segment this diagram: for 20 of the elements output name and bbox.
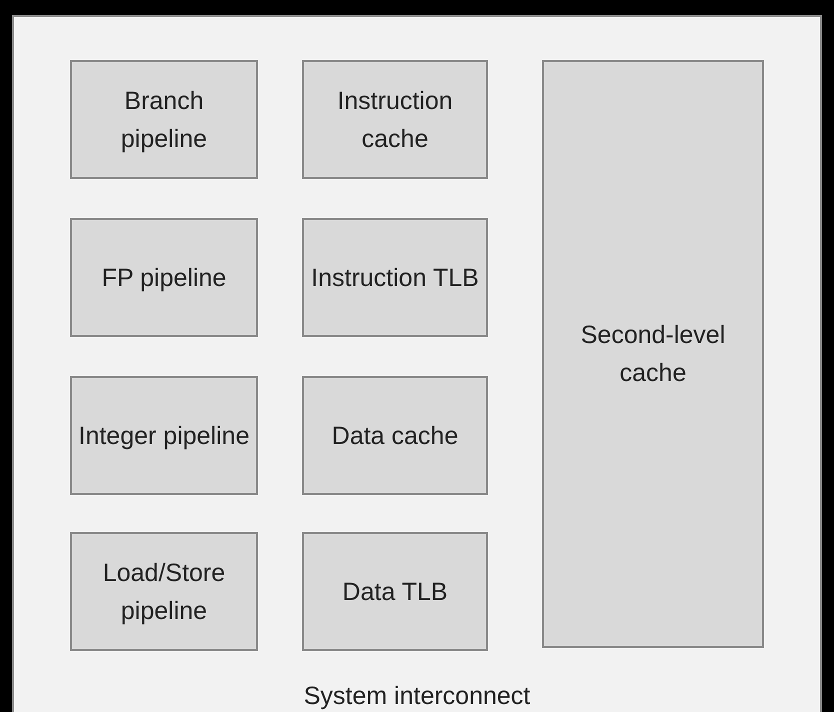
chip-outline bbox=[12, 15, 822, 712]
unit-block bbox=[70, 376, 258, 495]
block-label: FP pipeline bbox=[100, 262, 228, 294]
unit-block bbox=[70, 60, 258, 179]
block-label: Instruction TLB bbox=[310, 262, 480, 294]
block-label: Data cache bbox=[330, 420, 460, 452]
unit-block bbox=[302, 532, 488, 651]
block-label: Instruction cache bbox=[336, 86, 454, 154]
unit-block bbox=[70, 532, 258, 651]
unit-block bbox=[542, 60, 764, 648]
unit-block bbox=[302, 218, 488, 337]
block-label: Branch pipeline bbox=[120, 86, 208, 154]
block-label: Data TLB bbox=[341, 576, 449, 608]
unit-block bbox=[70, 218, 258, 337]
block-label: Second-level cache bbox=[580, 320, 726, 389]
unit-block bbox=[302, 376, 488, 495]
block-label: Load/Store pipeline bbox=[102, 558, 226, 626]
block-title: System interconnect bbox=[302, 681, 532, 712]
unit-block bbox=[302, 60, 488, 179]
block-label: Integer pipeline bbox=[78, 420, 250, 452]
